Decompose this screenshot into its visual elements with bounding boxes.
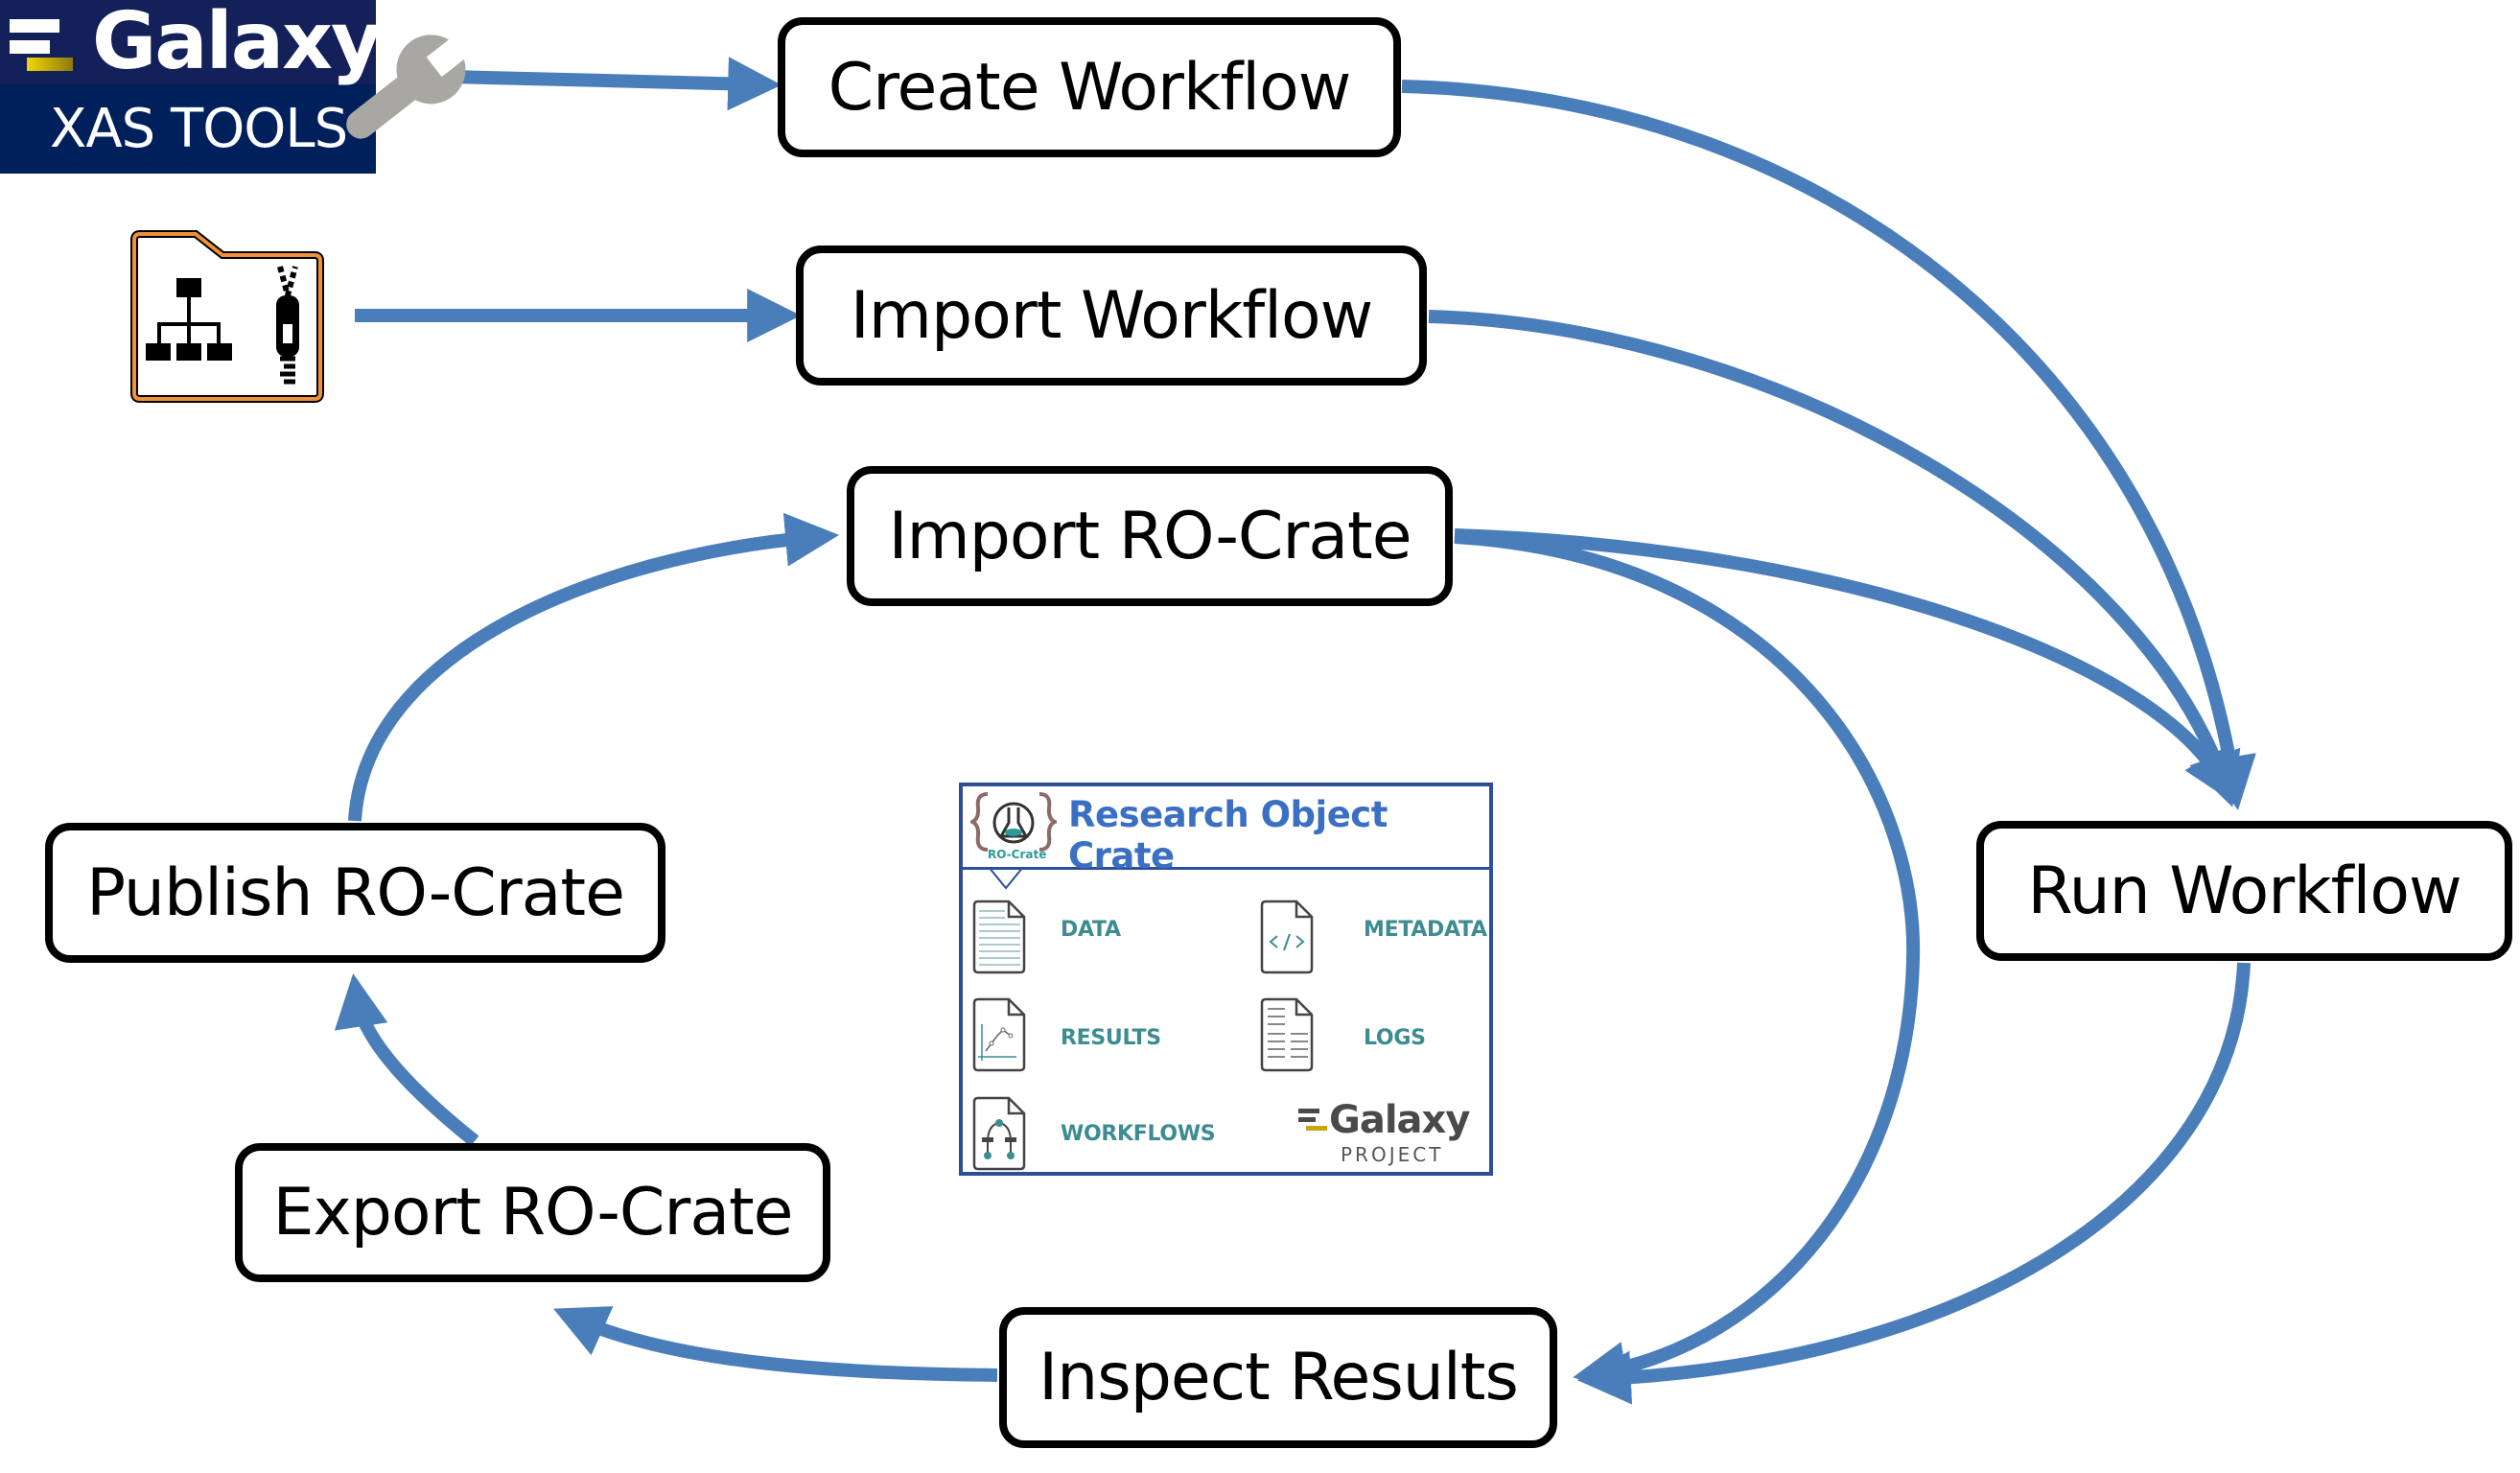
arrow-run-to-inspect bbox=[1576, 962, 2251, 1405]
code-file-icon bbox=[1260, 900, 1314, 974]
inspect-results-node[interactable]: Inspect Results bbox=[999, 1307, 1557, 1448]
crate-item-data: DATA bbox=[1061, 918, 1121, 942]
xas-tools-subtitle: XAS TOOLS bbox=[50, 98, 348, 160]
galaxy-xas-tools-logo: Galaxy XAS TOOLS bbox=[0, 0, 382, 174]
publish-ro-crate-node[interactable]: Publish RO-Crate bbox=[45, 823, 665, 963]
arrow-inspect-to-export bbox=[553, 1306, 998, 1382]
arrow-publish-to-import-crate bbox=[348, 512, 840, 822]
ro-crate-header: RO-Crate Research Object Crate bbox=[963, 786, 1489, 877]
header-pointer-icon bbox=[988, 867, 1024, 890]
workflow-file-icon bbox=[972, 1096, 1026, 1171]
galaxy-logo-bar-yellow bbox=[27, 58, 73, 71]
arrow-import-workflow-to-run bbox=[1428, 310, 2241, 807]
arrow-import-crate-to-inspect bbox=[1454, 530, 1921, 1395]
arrow-export-to-publish bbox=[334, 973, 479, 1147]
arrow-import-crate-to-run bbox=[1454, 528, 2235, 804]
galaxy-project-logo-icon bbox=[1298, 1109, 1327, 1131]
import-workflow-node[interactable]: Import Workflow bbox=[796, 246, 1427, 386]
galaxy-logo-bar bbox=[10, 19, 59, 33]
export-ro-crate-node[interactable]: Export RO-Crate bbox=[235, 1143, 830, 1282]
crate-item-results: RESULTS bbox=[1061, 1026, 1161, 1050]
create-workflow-node[interactable]: Create Workflow bbox=[778, 17, 1401, 157]
log-file-icon bbox=[1260, 997, 1314, 1072]
ro-crate-title: Research Object Crate bbox=[1068, 794, 1388, 877]
crate-item-workflows: WORKFLOWS bbox=[1061, 1122, 1216, 1146]
import-ro-crate-node[interactable]: Import RO-Crate bbox=[847, 466, 1453, 606]
crate-item-metadata: METADATA bbox=[1364, 918, 1487, 942]
ro-crate-card: RO-Crate Research Object Crate bbox=[959, 783, 1493, 1176]
run-workflow-node[interactable]: Run Workflow bbox=[1976, 821, 2512, 961]
galaxy-project-name: Galaxy bbox=[1329, 1098, 1470, 1142]
galaxy-logo-bar bbox=[10, 40, 50, 54]
arrow-galaxy-to-create bbox=[450, 57, 782, 111]
data-file-icon bbox=[972, 900, 1026, 974]
wrench-icon bbox=[346, 31, 476, 139]
zipped-workflow-folder-icon bbox=[130, 230, 324, 403]
galaxy-title: Galaxy bbox=[92, 0, 382, 87]
ro-crate-logo-icon bbox=[970, 792, 1057, 852]
arrow-create-to-run bbox=[1401, 80, 2256, 810]
galaxy-project-sub: PROJECT bbox=[1341, 1143, 1444, 1166]
chart-file-icon bbox=[972, 997, 1026, 1072]
crate-item-logs: LOGS bbox=[1364, 1026, 1426, 1050]
ro-crate-logo-caption: RO-Crate bbox=[988, 848, 1047, 861]
